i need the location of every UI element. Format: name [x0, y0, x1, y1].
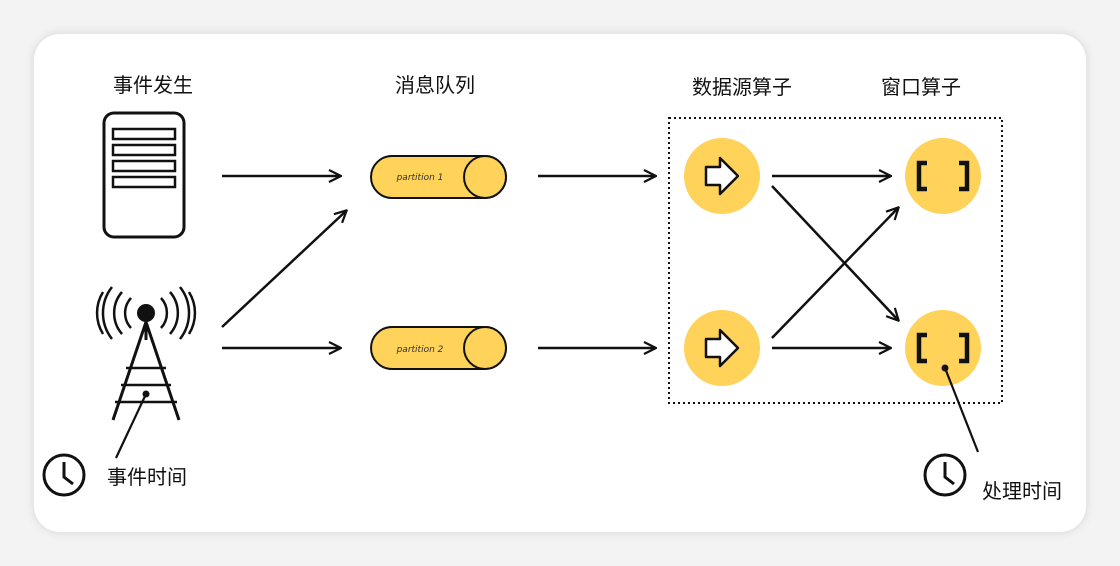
stage-title-events: 事件发生	[113, 73, 193, 97]
window-operator-1	[905, 138, 981, 214]
source-operator-2	[684, 310, 760, 386]
event-time-clock-icon	[42, 453, 86, 497]
partition-1-label: partition 1	[396, 173, 444, 183]
arrow-right-icon	[704, 156, 740, 196]
source-operator-1	[684, 138, 760, 214]
stage-title-queue: 消息队列	[395, 73, 475, 97]
partition-1-cylinder	[370, 155, 507, 199]
server-icon	[102, 111, 186, 239]
partition-2-cylinder	[370, 326, 507, 370]
partition-2-label: partition 2	[396, 345, 444, 355]
radio-tower-icon	[95, 286, 197, 459]
source-to-window-arrows	[771, 176, 898, 348]
window-operator-2	[905, 310, 981, 453]
operator-boundary-box	[668, 117, 1003, 404]
processing-time-clock-icon	[923, 453, 967, 497]
processing-time-label: 处理时间	[982, 479, 1062, 503]
queue-to-source-arrows	[538, 176, 655, 348]
stage-title-source-operator: 数据源算子	[692, 75, 792, 99]
event-time-label: 事件时间	[107, 465, 187, 489]
stage-title-window-operator: 窗口算子	[881, 75, 961, 99]
bracket-icon	[916, 332, 970, 364]
event-to-queue-arrows	[221, 176, 346, 348]
bracket-icon	[916, 160, 970, 192]
arrow-right-icon	[704, 328, 740, 368]
